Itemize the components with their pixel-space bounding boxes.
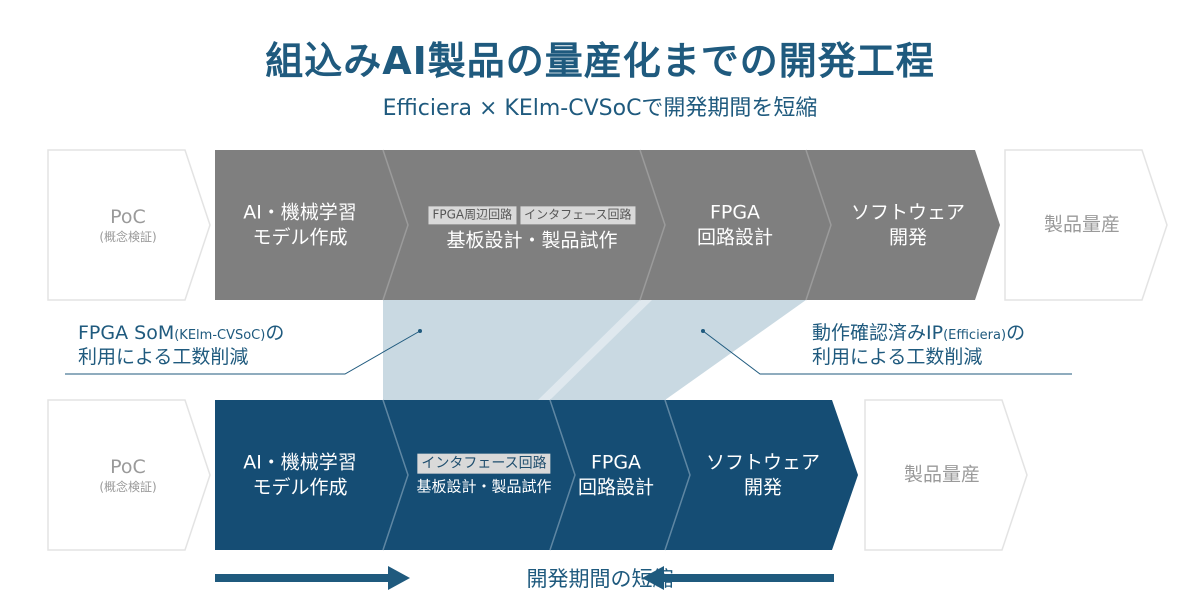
top-chevron-divider-2 bbox=[639, 149, 666, 301]
top-step-poc: PoC (概念検証) bbox=[99, 205, 156, 245]
note-text-small: (Efficiera) bbox=[943, 328, 1007, 343]
bottom-step-poc-shape bbox=[47, 399, 211, 551]
step-title: ソフトウェア bbox=[705, 451, 821, 474]
bottom-step-mass-production: 製品量産 bbox=[904, 463, 980, 488]
bottom-chevron-divider-2 bbox=[549, 399, 576, 551]
shortening-label: 開発期間の短縮 bbox=[526, 567, 674, 591]
step-title-line2: 開発 bbox=[743, 476, 783, 498]
bottom-step-mass-shape bbox=[864, 399, 1028, 551]
arrow-right-head bbox=[388, 566, 410, 590]
step-title-line2: 回路設計 bbox=[577, 476, 655, 498]
bottom-step-software: ソフトウェア 開発 bbox=[706, 450, 820, 499]
note-text: 動作確認済みIP bbox=[812, 322, 944, 344]
step-title: 基板設計・製品試作 bbox=[446, 228, 618, 251]
step-title: FPGA bbox=[709, 201, 761, 224]
top-step-ai-model: AI・機械学習 モデル作成 bbox=[243, 200, 357, 249]
step-title: FPGA bbox=[590, 451, 642, 474]
bottom-step-fpga-design: FPGA 回路設計 bbox=[578, 450, 654, 499]
bottom-chevron-divider-3 bbox=[664, 399, 691, 551]
bottom-chevron-divider-1 bbox=[382, 399, 409, 551]
arrow-left-head bbox=[642, 566, 664, 590]
right-note: 動作確認済みIP(Efficiera)の 利用による工数削減 bbox=[812, 322, 1025, 370]
top-step-fpga-shape bbox=[640, 150, 831, 300]
tag-fpga-peripheral: FPGA周辺回路 bbox=[428, 206, 517, 224]
note-text-line2: 利用による工数削減 bbox=[812, 345, 983, 368]
arrow-left-shaft bbox=[662, 574, 834, 582]
bottom-step-navy-shape bbox=[215, 400, 858, 550]
note-text-small: (KElm-CVSoC) bbox=[174, 328, 266, 343]
arrow-right-shaft bbox=[215, 574, 390, 582]
step-title: AI・機械学習 bbox=[243, 201, 357, 224]
top-step-poc-shape bbox=[47, 149, 211, 301]
top-step-ai-shape bbox=[215, 150, 408, 300]
left-note-dot bbox=[418, 329, 422, 333]
left-note-leader bbox=[65, 330, 421, 375]
step-subtitle: (概念検証) bbox=[99, 479, 157, 494]
page-subtitle: Efficiera × KElm-CVSoCで開発期間を短縮 bbox=[382, 96, 818, 121]
top-step-software-shape bbox=[806, 150, 1000, 300]
step-title: 製品量産 bbox=[903, 463, 981, 486]
note-text-line2: 利用による工数削減 bbox=[78, 345, 249, 368]
tag-interface-circuit: インタフェース回路 bbox=[520, 206, 636, 224]
step-title: AI・機械学習 bbox=[243, 451, 357, 474]
top-step-software: ソフトウェア 開発 bbox=[851, 200, 965, 249]
note-text: FPGA SoM bbox=[78, 322, 175, 344]
reduction-band-split bbox=[538, 300, 652, 400]
step-title: PoC bbox=[110, 205, 146, 228]
step-title: PoC bbox=[110, 455, 146, 478]
right-note-dot bbox=[701, 329, 705, 333]
right-note-leader bbox=[702, 330, 1072, 375]
bottom-step-poc: PoC (概念検証) bbox=[99, 455, 156, 495]
step-title-line2: 開発 bbox=[888, 226, 928, 248]
note-text-suffix: の bbox=[1006, 322, 1026, 344]
step-title: 製品量産 bbox=[1043, 213, 1121, 236]
step-title: 基板設計・製品試作 bbox=[416, 477, 552, 496]
top-step-mass-shape bbox=[1004, 149, 1168, 301]
step-title-line2: モデル作成 bbox=[252, 226, 348, 248]
step-subtitle: (概念検証) bbox=[99, 229, 157, 244]
bottom-step-ai-model: AI・機械学習 モデル作成 bbox=[243, 450, 357, 499]
tag-interface-circuit: インタフェース回路 bbox=[417, 453, 551, 474]
top-step-board-design: FPGA周辺回路インタフェース回路 基板設計・製品試作 bbox=[426, 203, 637, 252]
step-title-line2: 回路設計 bbox=[696, 226, 774, 248]
note-text-suffix: の bbox=[265, 322, 285, 344]
top-step-board-shape bbox=[383, 150, 665, 300]
top-chevron-divider-3 bbox=[805, 149, 832, 301]
bottom-step-board-design: インタフェース回路 基板設計・製品試作 bbox=[415, 453, 552, 498]
top-step-fpga-design: FPGA 回路設計 bbox=[697, 200, 773, 249]
top-step-mass-production: 製品量産 bbox=[1044, 213, 1120, 238]
top-chevron-divider-1 bbox=[382, 149, 409, 301]
step-title: ソフトウェア bbox=[850, 201, 966, 224]
page-title: 組込みAI製品の量産化までの開発工程 bbox=[265, 39, 935, 83]
step-title-line2: モデル作成 bbox=[252, 476, 348, 498]
left-note: FPGA SoM(KElm-CVSoC)の 利用による工数削減 bbox=[78, 322, 284, 370]
